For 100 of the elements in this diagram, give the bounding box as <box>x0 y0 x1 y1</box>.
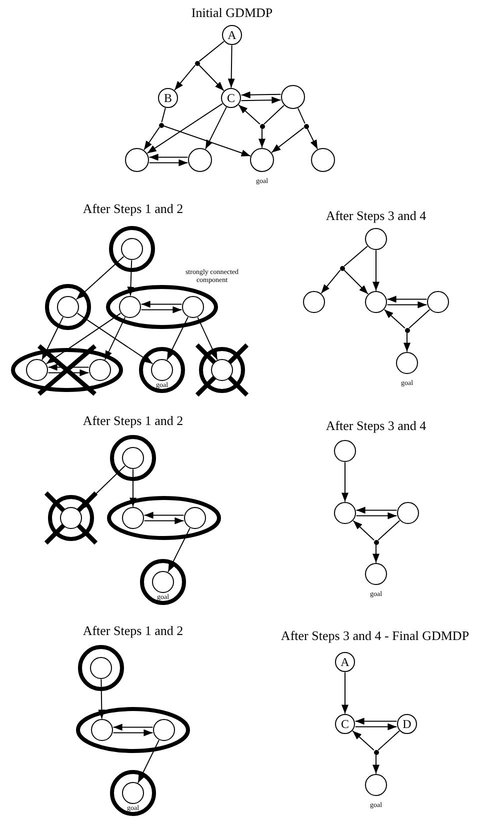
arrow <box>48 364 90 371</box>
arrow <box>356 506 398 514</box>
junction-dot <box>194 60 200 66</box>
arrow <box>163 125 251 156</box>
state-circle <box>153 719 175 741</box>
arrow <box>306 128 318 150</box>
state-circle <box>122 507 144 529</box>
arrow <box>404 332 410 352</box>
node-label: A <box>226 29 238 41</box>
arrow <box>384 309 406 329</box>
arrow <box>78 465 126 511</box>
component-ellipse <box>106 285 218 329</box>
state-circle <box>122 782 144 804</box>
panel-title: After Steps 1 and 2 <box>82 413 184 428</box>
arrow <box>76 256 124 300</box>
state-circle <box>303 291 325 313</box>
arrow <box>146 103 223 154</box>
component-ring <box>109 226 155 272</box>
panel-title: After Steps 1 and 2 <box>82 623 184 638</box>
arrow <box>238 104 260 125</box>
arrow <box>127 260 134 296</box>
component-ring <box>78 645 124 691</box>
arrow <box>228 44 235 88</box>
arrow <box>144 512 184 519</box>
arrow <box>144 126 160 150</box>
component-ring <box>45 284 91 330</box>
node-label: B <box>162 92 173 104</box>
state-circle <box>335 652 355 672</box>
state-circle <box>396 352 418 374</box>
junction-dot <box>158 122 164 128</box>
node-label: C <box>340 718 350 730</box>
state-circle <box>121 238 143 260</box>
node-label: D <box>402 718 412 730</box>
state-circle <box>60 507 82 529</box>
arrow <box>130 468 136 508</box>
arrow <box>76 312 154 364</box>
node-label: A <box>340 656 350 668</box>
state-circle <box>365 563 387 585</box>
arrow <box>174 64 196 91</box>
arrow <box>240 91 282 98</box>
state-circle <box>57 296 79 318</box>
arrow <box>320 270 341 294</box>
arrow <box>46 312 122 364</box>
state-circle <box>334 502 356 524</box>
arrow <box>386 301 428 308</box>
arrow <box>356 512 398 520</box>
arrow <box>372 754 380 774</box>
junction-dot <box>404 328 410 332</box>
state-circle <box>26 359 48 381</box>
arrow <box>104 316 126 360</box>
component-ellipse <box>76 707 190 753</box>
state-circle <box>311 148 335 172</box>
panel-title: After Steps 1 and 2 <box>82 201 184 216</box>
state-circle <box>158 88 178 108</box>
component-ring <box>110 435 156 481</box>
component-ring <box>110 770 156 816</box>
arrow <box>148 154 188 161</box>
connector-line <box>378 730 400 751</box>
arrow <box>342 672 348 714</box>
arrow <box>205 106 227 150</box>
state-circle <box>91 719 113 741</box>
connector-line <box>298 108 306 124</box>
state-circle <box>281 85 305 109</box>
state-circle <box>427 291 449 313</box>
component-ring <box>140 559 186 605</box>
arrow <box>258 128 266 148</box>
junction-dot <box>260 124 264 128</box>
arrow <box>140 306 182 314</box>
arrow <box>198 64 224 92</box>
state-circle <box>188 148 212 172</box>
node-label: C <box>226 92 236 104</box>
state-circle <box>365 291 387 313</box>
arrow <box>271 127 304 153</box>
arrow <box>354 723 398 730</box>
state-circle <box>152 571 174 593</box>
panel-title: Initial GDMDP <box>191 5 273 20</box>
arrow <box>140 300 182 308</box>
arrow <box>168 528 190 572</box>
panel-title: After Steps 3 and 4 <box>326 208 426 223</box>
arrow <box>372 250 380 292</box>
connector-line <box>198 40 224 62</box>
state-circle <box>151 359 173 381</box>
state-circle <box>119 296 141 318</box>
arrow <box>352 520 374 541</box>
arrow <box>166 316 188 360</box>
arrow <box>48 369 90 376</box>
arrow <box>138 740 160 784</box>
arrow <box>112 729 154 736</box>
connector-line <box>264 104 284 125</box>
arrow <box>372 544 380 564</box>
arrow <box>98 678 106 720</box>
junction-dot <box>304 124 308 128</box>
state-circle <box>365 228 387 250</box>
state-circle <box>397 714 417 734</box>
arrow <box>352 730 374 751</box>
connector-line <box>408 309 430 329</box>
junction-dot <box>374 750 378 754</box>
state-circle <box>335 714 355 734</box>
state-circle <box>122 447 144 469</box>
state-circle <box>334 440 356 462</box>
